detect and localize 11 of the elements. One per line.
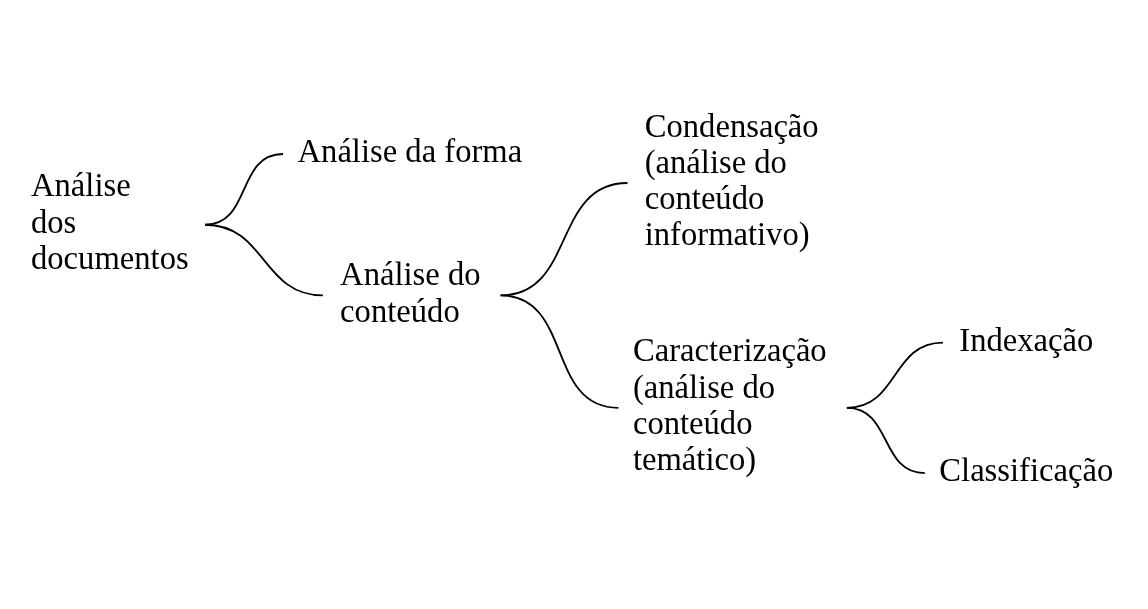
node-text: Classificação: [939, 452, 1114, 489]
node-text: Condensação (análise do conteúdo informativo): [644, 107, 819, 253]
node-text: Caracterização (análise do conteúdo temático): [632, 332, 827, 478]
node-text: Análise do conteúdo: [340, 256, 481, 329]
connector: [845, 406, 926, 474]
node-text: Análise dos documentos: [30, 167, 189, 276]
connector: [499, 182, 629, 297]
connector: [204, 223, 324, 297]
node-text: Análise da forma: [297, 132, 523, 169]
node-text: Indexação: [959, 321, 1094, 358]
connector: [499, 294, 620, 409]
